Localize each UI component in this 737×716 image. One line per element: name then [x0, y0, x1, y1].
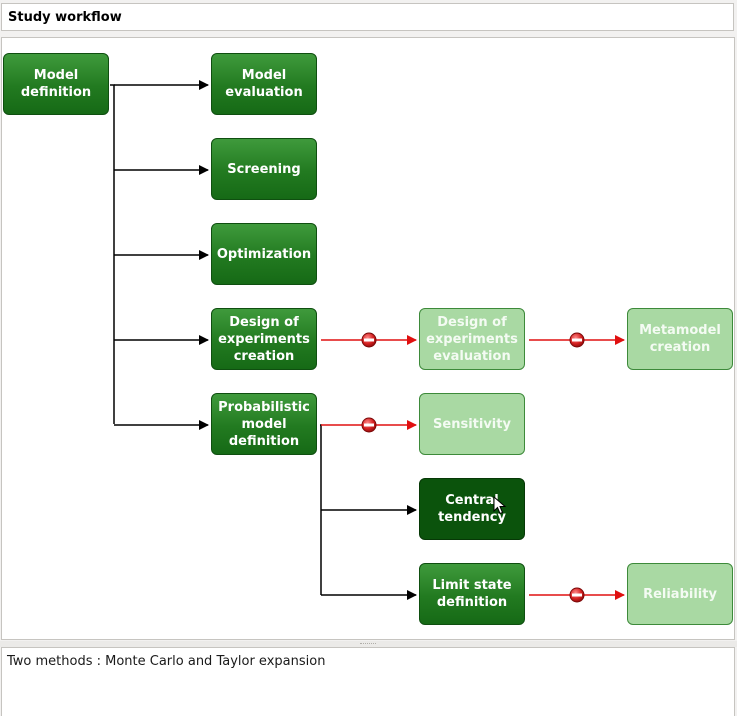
splitter-grip[interactable] — [360, 643, 376, 646]
panel-splitter[interactable] — [0, 641, 737, 647]
no-entry-icon — [569, 587, 585, 603]
workflow-canvas[interactable]: Model definition Model evaluation Screen… — [1, 37, 735, 640]
model-evaluation-label: Model evaluation — [225, 68, 303, 100]
doe-creation-button[interactable]: Design of experiments creation — [211, 308, 317, 370]
no-entry-icon — [569, 332, 585, 348]
metamodel-creation-button[interactable]: Metamodel creation — [627, 308, 733, 370]
sensitivity-label: Sensitivity — [433, 416, 511, 432]
reliability-button[interactable]: Reliability — [627, 563, 733, 625]
workflow-connectors — [110, 80, 625, 603]
doe-evaluation-label: Design of experiments evaluation — [426, 314, 518, 364]
mouse-pointer-icon — [493, 496, 507, 515]
central-tendency-button[interactable]: Central tendency — [419, 478, 525, 540]
description-panel: Two methods : Monte Carlo and Taylor exp… — [1, 647, 735, 716]
optimization-label: Optimization — [216, 246, 312, 262]
workflow-title: Study workflow — [8, 10, 122, 25]
model-definition-label: Model definition — [20, 68, 92, 100]
metamodel-creation-label: Metamodel creation — [639, 323, 721, 355]
probabilistic-model-button[interactable]: Probabilistic model definition — [211, 393, 317, 455]
connectors-from-model-definition — [110, 80, 209, 430]
reliability-label: Reliability — [643, 586, 717, 602]
no-entry-icon — [361, 332, 377, 348]
limit-state-label: Limit state definition — [432, 578, 512, 610]
model-evaluation-button[interactable]: Model evaluation — [211, 53, 317, 115]
workflow-title-bar: Study workflow — [1, 3, 734, 31]
doe-creation-label: Design of experiments creation — [218, 314, 310, 364]
screening-label: Screening — [227, 161, 301, 177]
limit-state-button[interactable]: Limit state definition — [419, 563, 525, 625]
no-entry-icon — [361, 417, 377, 433]
description-text: Two methods : Monte Carlo and Taylor exp… — [7, 654, 326, 669]
optimization-button[interactable]: Optimization — [211, 223, 317, 285]
model-definition-button[interactable]: Model definition — [3, 53, 109, 115]
screening-button[interactable]: Screening — [211, 138, 317, 200]
sensitivity-button[interactable]: Sensitivity — [419, 393, 525, 455]
blocked-connectors — [321, 335, 625, 600]
connectors-from-probabilistic-model — [320, 424, 417, 600]
doe-evaluation-button[interactable]: Design of experiments evaluation — [419, 308, 525, 370]
central-tendency-label: Central tendency — [438, 493, 506, 525]
probabilistic-model-label: Probabilistic model definition — [218, 399, 310, 449]
